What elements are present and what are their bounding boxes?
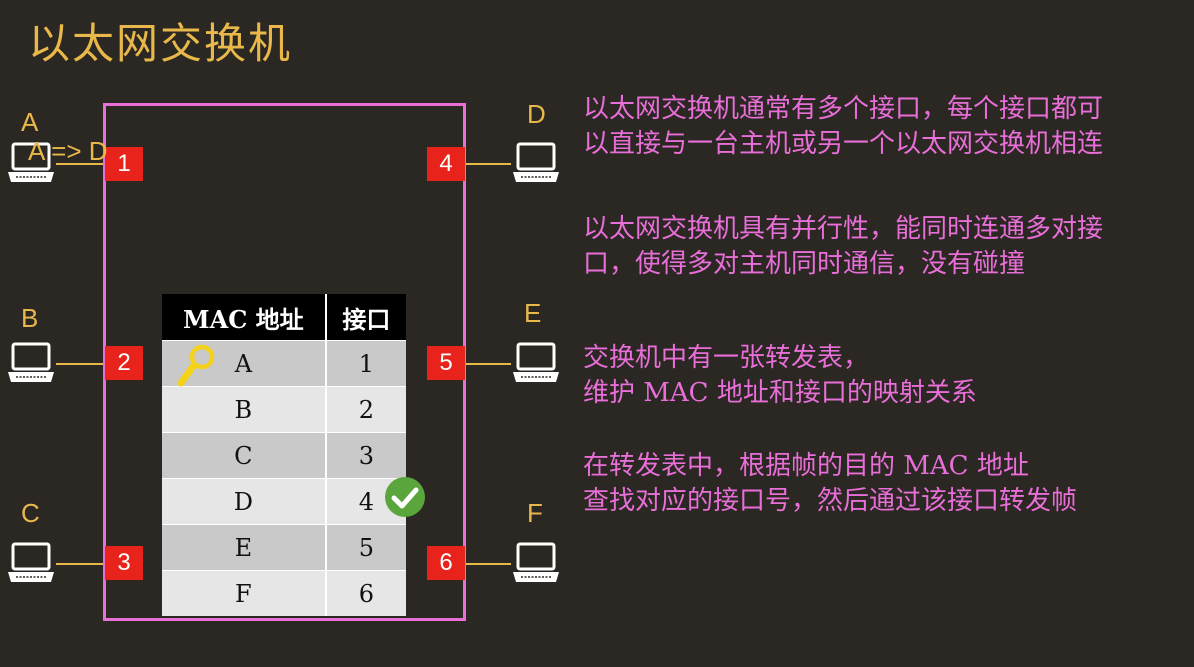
forwarding-table: MAC 地址 接口 A 1 B 2 C 3 D 4 E 5 F 6 (162, 294, 406, 616)
link-f-6 (466, 563, 511, 565)
description-block-3: 交换机中有一张转发表， 维护 MAC 地址和接口的映射关系 (583, 341, 977, 411)
description-line: 维护 MAC 地址和接口的映射关系 (583, 378, 977, 408)
description-line: 在转发表中，根据帧的目的 MAC 地址 (583, 451, 1029, 481)
host-label-a: A (21, 107, 39, 137)
laptop-icon (8, 142, 54, 182)
magnifier-icon (177, 344, 215, 387)
port-2: 2 (105, 346, 143, 380)
port-1: 1 (105, 147, 143, 181)
mac-cell: A (162, 340, 327, 387)
link-a-1 (56, 163, 103, 165)
mac-cell: E (162, 524, 327, 571)
checkmark-icon (385, 477, 425, 517)
description-line: 口，使得多对主机同时通信，没有碰撞 (583, 249, 1026, 279)
table-row: F 6 (162, 570, 406, 616)
column-header-mac: MAC 地址 (162, 294, 327, 341)
laptop-icon (8, 342, 54, 382)
link-e-5 (466, 363, 511, 365)
port-3: 3 (105, 546, 143, 580)
laptop-icon (513, 542, 559, 582)
description-line: 交换机中有一张转发表， (583, 343, 870, 373)
table-row: A 1 (162, 340, 406, 387)
link-b-2 (56, 363, 103, 365)
table-row: C 3 (162, 432, 406, 479)
port-4: 4 (427, 147, 465, 181)
host-label-d: D (527, 99, 546, 129)
mac-cell: F (162, 570, 327, 616)
laptop-icon (8, 542, 54, 582)
frame-direction-note: A => D (28, 136, 108, 166)
description-line: 以直接与一台主机或另一个以太网交换机相连 (583, 129, 1104, 159)
host-label-e: E (524, 298, 542, 328)
table-row: E 5 (162, 524, 406, 571)
page-title: 以太网交换机 (28, 19, 293, 68)
port-cell: 6 (325, 570, 406, 616)
description-block-4: 在转发表中，根据帧的目的 MAC 地址 查找对应的接口号，然后通过该接口转发帧 (583, 449, 1077, 519)
mac-cell: D (162, 478, 327, 525)
host-label-b: B (21, 303, 39, 333)
port-cell: 2 (325, 386, 406, 433)
table-row: B 2 (162, 386, 406, 433)
laptop-icon (513, 342, 559, 382)
port-cell: 1 (325, 340, 406, 387)
host-label-f: F (527, 498, 543, 528)
description-line: 查找对应的接口号，然后通过该接口转发帧 (583, 486, 1078, 516)
laptop-icon (513, 142, 559, 182)
link-c-3 (56, 563, 103, 565)
mac-cell: B (162, 386, 327, 433)
description-block-2: 以太网交换机具有并行性，能同时连通多对接 口，使得多对主机同时通信，没有碰撞 (583, 212, 1103, 282)
link-d-4 (466, 163, 511, 165)
table-row: D 4 (162, 478, 406, 525)
description-line: 以太网交换机具有并行性，能同时连通多对接 (583, 214, 1104, 244)
port-5: 5 (427, 346, 465, 380)
port-cell: 5 (325, 524, 406, 571)
description-line: 以太网交换机通常有多个接口，每个接口都可 (583, 94, 1104, 124)
description-block-1: 以太网交换机通常有多个接口，每个接口都可 以直接与一台主机或另一个以太网交换机相… (583, 92, 1103, 162)
column-header-port: 接口 (325, 294, 406, 341)
port-6: 6 (427, 546, 465, 580)
host-label-c: C (21, 498, 40, 528)
port-cell: 3 (325, 432, 406, 479)
mac-cell: C (162, 432, 327, 479)
table-header-row: MAC 地址 接口 (162, 294, 406, 341)
